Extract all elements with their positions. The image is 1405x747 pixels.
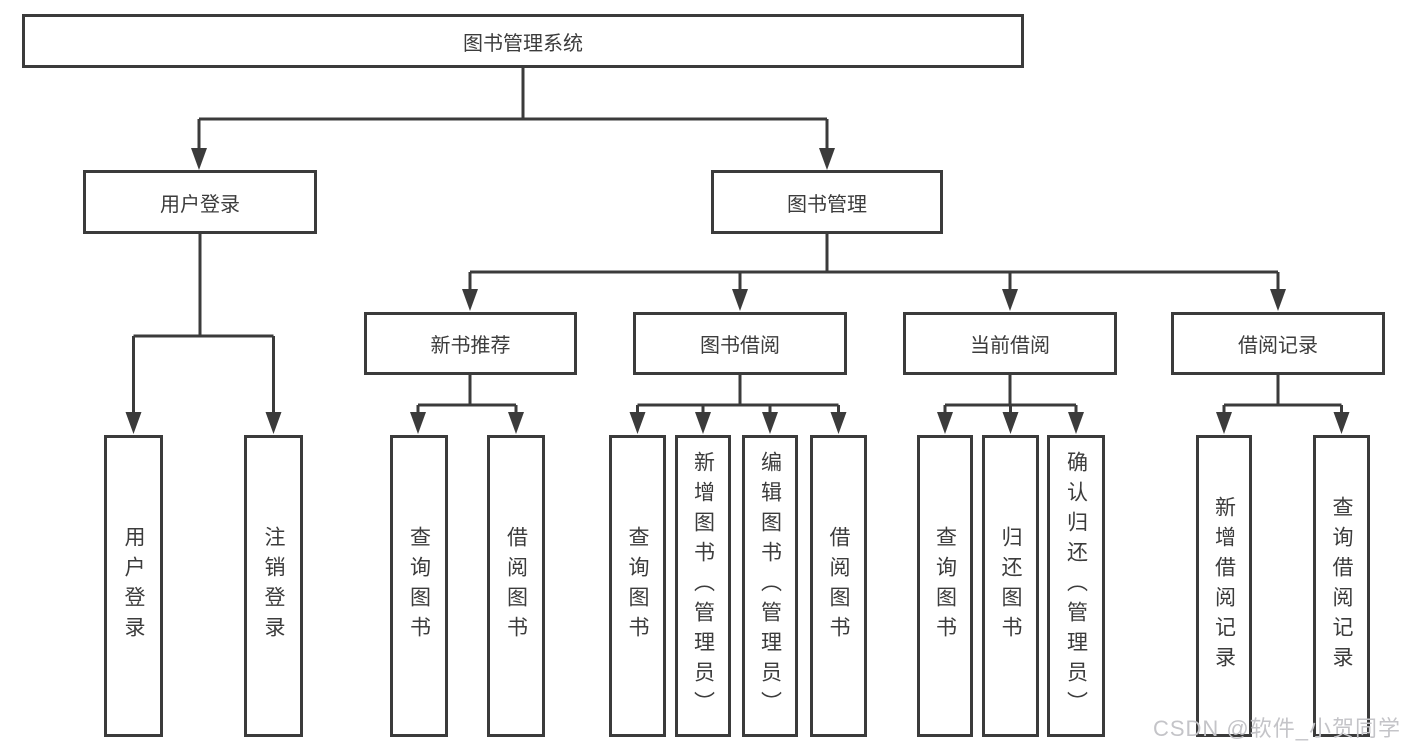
node-label: 新书推荐 (430, 335, 511, 357)
connector-current-borrowing-to-leaves (937, 375, 1084, 434)
node-label: 查询借阅记录 (1330, 496, 1353, 676)
node-label: 图书借阅 (700, 335, 780, 357)
arrowhead-down-icon (1068, 412, 1084, 434)
connector-line (468, 234, 1280, 301)
leaf-query-books-current: 查询图书 (917, 435, 973, 737)
node-book-borrowing: 图书借阅 (633, 312, 847, 375)
node-label: 确认归还（管理员） (1064, 451, 1088, 721)
node-label: 用户登录 (122, 526, 145, 646)
arrowhead-down-icon (732, 289, 748, 311)
node-label: 当前借阅 (970, 335, 1050, 357)
leaf-borrow-books-borrowing: 借阅图书 (810, 435, 867, 737)
node-current-borrowing: 当前借阅 (903, 312, 1117, 375)
connector-line (132, 234, 275, 424)
node-label: 借阅记录 (1238, 335, 1318, 357)
node-borrowing-records: 借阅记录 (1171, 312, 1385, 375)
arrowhead-down-icon (265, 412, 282, 434)
leaf-query-books-recommend: 查询图书 (390, 435, 448, 737)
arrowhead-down-icon (1002, 289, 1018, 311)
connector-line (1222, 375, 1343, 424)
leaf-borrow-books-recommend: 借阅图书 (487, 435, 545, 737)
node-label: 借阅图书 (827, 526, 850, 646)
node-label: 借阅图书 (504, 526, 528, 646)
arrowhead-down-icon (1270, 289, 1286, 311)
arrowhead-down-icon (937, 412, 953, 434)
node-label: 归还图书 (999, 526, 1022, 646)
node-label: 新增借阅记录 (1212, 496, 1236, 676)
arrowhead-down-icon (629, 412, 646, 434)
connector-user-login-to-leaves (125, 234, 282, 434)
connector-new-book-recommendation-to-leaves (410, 375, 524, 434)
node-user-login: 用户登录 (83, 170, 317, 234)
node-label: 图书管理系统 (463, 32, 583, 55)
connector-line (636, 375, 840, 424)
connector-book-borrowing-to-leaves (629, 375, 847, 434)
arrowhead-down-icon (830, 412, 847, 434)
arrowhead-down-icon (1333, 412, 1350, 434)
leaf-query-books-borrowing: 查询图书 (609, 435, 666, 737)
leaf-add-borrow-record: 新增借阅记录 (1196, 435, 1252, 737)
arrowhead-down-icon (1216, 412, 1232, 434)
node-label: 查询图书 (626, 526, 649, 646)
leaf-confirm-return-admin: 确认归还（管理员） (1047, 435, 1105, 737)
arrowhead-down-icon (410, 412, 426, 434)
arrowhead-down-icon (125, 412, 142, 434)
node-label: 查询图书 (407, 526, 431, 646)
node-label: 查询图书 (933, 526, 957, 646)
leaf-return-books: 归还图书 (982, 435, 1039, 737)
leaf-user-login: 用户登录 (104, 435, 163, 737)
node-label: 新增图书（管理员） (691, 451, 715, 721)
arrowhead-down-icon (508, 412, 524, 434)
node-label: 图书管理 (787, 193, 867, 216)
arrowhead-down-icon (462, 289, 478, 311)
leaf-query-borrow-record: 查询借阅记录 (1313, 435, 1370, 737)
connector-line (416, 375, 518, 424)
connector-line (197, 68, 829, 160)
arrowhead-down-icon (1002, 412, 1019, 434)
leaf-edit-book-admin: 编辑图书（管理员） (742, 435, 798, 737)
connector-root-to-level1 (191, 68, 835, 170)
node-label: 编辑图书（管理员） (758, 451, 782, 721)
node-label: 用户登录 (160, 193, 240, 216)
arrowhead-down-icon (819, 148, 835, 170)
node-new-book-recommendation: 新书推荐 (364, 312, 577, 375)
connector-borrowing-records-to-leaves (1216, 375, 1350, 434)
arrowhead-down-icon (762, 412, 778, 434)
node-label: 注销登录 (262, 526, 285, 646)
node-book-management: 图书管理 (711, 170, 943, 234)
leaf-add-book-admin: 新增图书（管理员） (675, 435, 731, 737)
arrowhead-down-icon (191, 148, 207, 170)
node-library-system: 图书管理系统 (22, 14, 1024, 68)
arrowhead-down-icon (695, 412, 711, 434)
connector-book-management-to-level2 (462, 234, 1286, 311)
leaf-logout: 注销登录 (244, 435, 303, 737)
